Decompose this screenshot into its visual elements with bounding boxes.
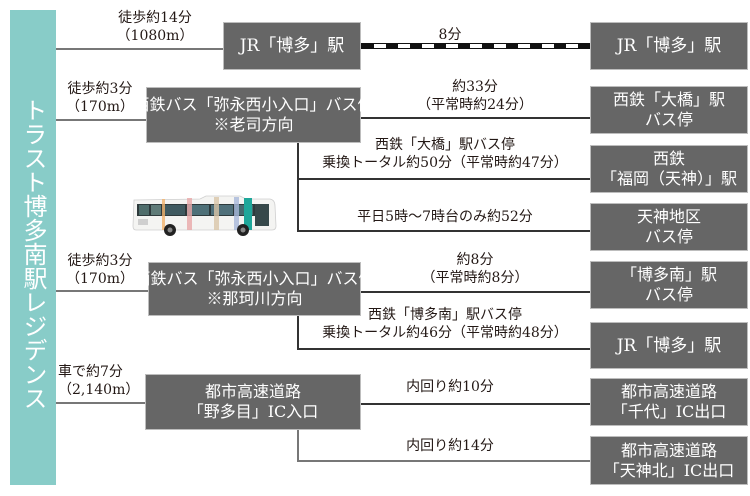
access-distance: （170m） — [66, 99, 134, 115]
branch-label-3-1: 約8分 （平常時約8分） — [370, 251, 580, 287]
transfer-point: 西鉄「博多南」駅バス停 — [368, 307, 522, 323]
dest-label: バス停 — [644, 227, 693, 246]
branch-line-2-1 — [361, 117, 591, 119]
origin-bar: トラスト博多南駅レジデンス — [10, 10, 56, 485]
hub-label: 西鉄バス「弥永西小入口」バス停 — [134, 269, 375, 288]
access-label-2: 徒歩約3分 （170m） — [60, 80, 140, 116]
access-distance: （2,140m） — [58, 382, 140, 398]
branch-normal-time: （平常時約8分） — [421, 270, 529, 286]
dest-label: 都市高速道路 — [620, 440, 717, 460]
dest-label: 西鉄 — [652, 149, 685, 168]
dest-tenjin-bus-stop: 天神地区 バス停 — [590, 203, 748, 251]
hub-bus-stop-nakagawa: 西鉄バス「弥永西小入口」バス停 ※那珂川方向 — [135, 262, 375, 316]
hub-label: 「野多目」IC入口 — [187, 402, 319, 421]
branch-label-4-1: 内回り約10分 — [380, 378, 520, 396]
dest-label: バス停 — [644, 110, 693, 129]
dest-tenjinkita-ic: 都市高速道路 「天神北」IC出口 — [590, 436, 748, 485]
hub-label: 都市高速道路 — [204, 382, 301, 401]
hub-direction: ※老司方向 — [213, 115, 294, 134]
branch-time: 8分 — [438, 27, 462, 43]
access-time: 車で約7分 — [58, 364, 123, 380]
branch-line-2-3 — [297, 230, 591, 232]
branch-time: 平日5時〜7時台のみ約52分 — [357, 209, 533, 225]
hub-direction: ※那珂川方向 — [206, 289, 303, 308]
branch-time: 約8分 — [456, 252, 494, 268]
walk-line-3 — [56, 290, 150, 292]
branch-label-3-2: 西鉄「博多南」駅バス停 乗換トータル約46分（平常時約48分） — [310, 306, 580, 342]
hub-label: JR「博多」駅 — [239, 36, 345, 56]
transfer-point: 西鉄「大橋」駅バス停 — [375, 137, 515, 153]
dest-ohashi-bus-stop: 西鉄「大橋」駅 バス停 — [590, 86, 748, 134]
dest-label: 都市高速道路 — [620, 382, 717, 401]
dest-fukuoka-tenjin: 西鉄 「福岡（天神）」駅 — [590, 145, 748, 193]
bus-photo — [130, 190, 278, 238]
branch-label-2-1: 約33分 （平常時約24分） — [370, 78, 580, 114]
dest-label: JR「博多」駅 — [616, 335, 722, 356]
branch-time: 乗換トータル約46分（平常時約48分） — [322, 325, 568, 341]
branch-line-4-2 — [297, 460, 591, 462]
dest-label: 「博多南」駅 — [620, 265, 717, 284]
branch-connector-2 — [297, 143, 299, 231]
walk-line-1 — [56, 48, 224, 50]
branch-line-4-1 — [361, 403, 591, 405]
branch-line-2-2 — [297, 178, 591, 180]
branch-time: 乗換トータル約50分（平常時約47分） — [322, 155, 568, 171]
access-label-3: 徒歩約3分 （170m） — [60, 252, 140, 288]
access-distance: （170m） — [66, 271, 134, 287]
dest-chiyo-ic: 都市高速道路 「千代」IC出口 — [590, 378, 748, 426]
origin-name: トラスト博多南駅レジデンス — [19, 98, 47, 410]
access-time: 徒歩約3分 — [67, 253, 133, 269]
branch-line-3-1 — [361, 291, 591, 293]
access-time: 徒歩約14分 — [118, 10, 192, 26]
dest-label: 西鉄「大橋」駅 — [612, 90, 725, 109]
hub-bus-stop-roji: 西鉄バス「弥永西小入口」バス停 ※老司方向 — [134, 87, 374, 143]
branch-label-2-3: 平日5時〜7時台のみ約52分 — [330, 208, 560, 226]
dest-label: 天神地区 — [636, 207, 701, 226]
branch-time: 内回り約14分 — [406, 438, 494, 454]
branch-line-3-2 — [297, 348, 591, 350]
hub-label: 西鉄バス「弥永西小入口」バス停 — [133, 95, 374, 114]
dest-hakataminami-bus-stop: 「博多南」駅 バス停 — [590, 261, 748, 309]
hub-jr-hakata: JR「博多」駅 — [223, 22, 361, 70]
dest-jr-hakata: JR「博多」駅 — [590, 22, 748, 70]
drive-line-4 — [56, 402, 146, 404]
dest-label: JR「博多」駅 — [616, 36, 722, 56]
access-distance: （1080m） — [116, 28, 194, 44]
access-label-4: 車で約7分 （2,140m） — [58, 363, 142, 399]
dest-label: 「福岡（天神）」駅 — [600, 169, 737, 188]
branch-time: 約33分 — [452, 79, 498, 95]
dest-label: 「千代」IC出口 — [611, 402, 727, 421]
branch-time: 内回り約10分 — [406, 379, 494, 395]
dest-label: バス停 — [644, 285, 693, 304]
branch-label-1-1: 8分 — [420, 26, 480, 44]
branch-label-2-2: 西鉄「大橋」駅バス停 乗換トータル約50分（平常時約47分） — [310, 136, 580, 172]
branch-normal-time: （平常時約24分） — [417, 97, 533, 113]
access-label-1: 徒歩約14分 （1080m） — [90, 9, 220, 45]
access-time: 徒歩約3分 — [67, 81, 133, 97]
branch-connector-4 — [297, 430, 299, 462]
branch-connector-3 — [297, 316, 299, 350]
walk-line-2 — [56, 119, 148, 121]
dest-jr-hakata-2: JR「博多」駅 — [590, 322, 748, 369]
bus-icon — [132, 195, 277, 236]
branch-label-4-2: 内回り約14分 — [380, 437, 520, 455]
dest-label: 「天神北」IC出口 — [603, 460, 735, 480]
hub-notame-ic: 都市高速道路 「野多目」IC入口 — [145, 374, 361, 430]
